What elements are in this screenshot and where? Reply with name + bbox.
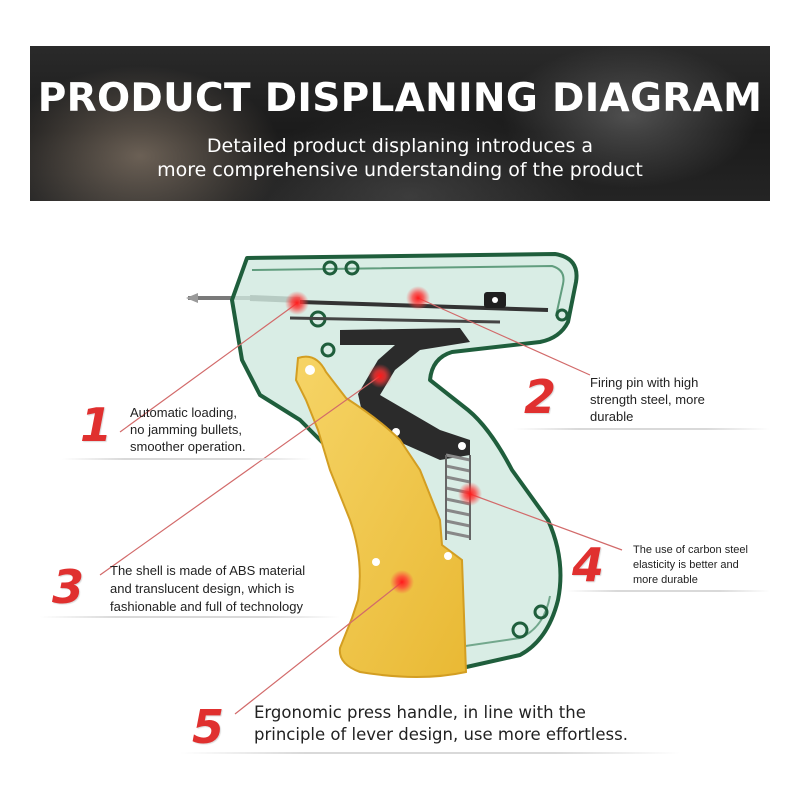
callout-2-line2: strength steel, more xyxy=(590,392,705,407)
callout-5-underline xyxy=(180,752,680,754)
callout-5-text: Ergonomic press handle, in line with the… xyxy=(254,702,628,746)
callout-2-underline xyxy=(514,428,770,430)
callout-3-underline xyxy=(40,616,340,618)
callout-4-line1: The use of carbon steel xyxy=(633,544,748,556)
callout-3-line3: fashionable and full of technology xyxy=(110,599,303,614)
banner-subtitle-line1: Detailed product displaning introduces a xyxy=(206,135,594,157)
red-markers xyxy=(285,286,482,594)
callout-5-line2: principle of lever design, use more effo… xyxy=(254,725,628,744)
callout-1-number: 1 xyxy=(80,398,113,452)
callout-2-number: 2 xyxy=(524,370,557,424)
banner-title: PRODUCT DISPLANING DIAGRAM xyxy=(37,76,763,121)
press-handle xyxy=(294,355,468,678)
callout-4-text: The use of carbon steel elasticity is be… xyxy=(633,543,748,588)
callout-5-line1: Ergonomic press handle, in line with the xyxy=(254,703,586,722)
banner-subtitle-line2: more comprehensive understanding of the … xyxy=(157,159,643,181)
steel-lever xyxy=(340,328,470,460)
callout-2-text: Firing pin with high strength steel, mor… xyxy=(590,374,705,425)
callout-4-underline xyxy=(566,590,770,592)
callout-4-line2: elasticity is better and xyxy=(633,559,739,571)
callout-3-text: The shell is made of ABS material and tr… xyxy=(110,562,305,616)
callout-1-line1: Automatic loading, xyxy=(130,405,237,420)
mount-holes xyxy=(309,260,569,639)
callout-2-line3: durable xyxy=(590,409,634,424)
callout-3-line1: The shell is made of ABS material xyxy=(110,563,306,578)
banner-subtitle: Detailed product displaning introduces a… xyxy=(30,134,770,182)
callout-3-number: 3 xyxy=(52,560,85,614)
callout-3-line2: and translucent design, which is xyxy=(110,581,295,596)
callout-4-number: 4 xyxy=(572,538,605,592)
callout-5-number: 5 xyxy=(192,700,225,754)
callout-2-line1: Firing pin with high xyxy=(590,375,699,390)
callout-1-line3: smoother operation. xyxy=(130,439,246,454)
callout-1-underline xyxy=(62,458,312,460)
callout-1-text: Automatic loading, no jamming bullets, s… xyxy=(130,404,246,455)
header-banner: PRODUCT DISPLANING DIAGRAM Detailed prod… xyxy=(30,46,770,201)
callout-1-line2: no jamming bullets, xyxy=(130,422,242,437)
spring xyxy=(445,453,471,540)
leader-lines xyxy=(99,297,623,715)
callout-4-line3: more durable xyxy=(633,574,698,586)
